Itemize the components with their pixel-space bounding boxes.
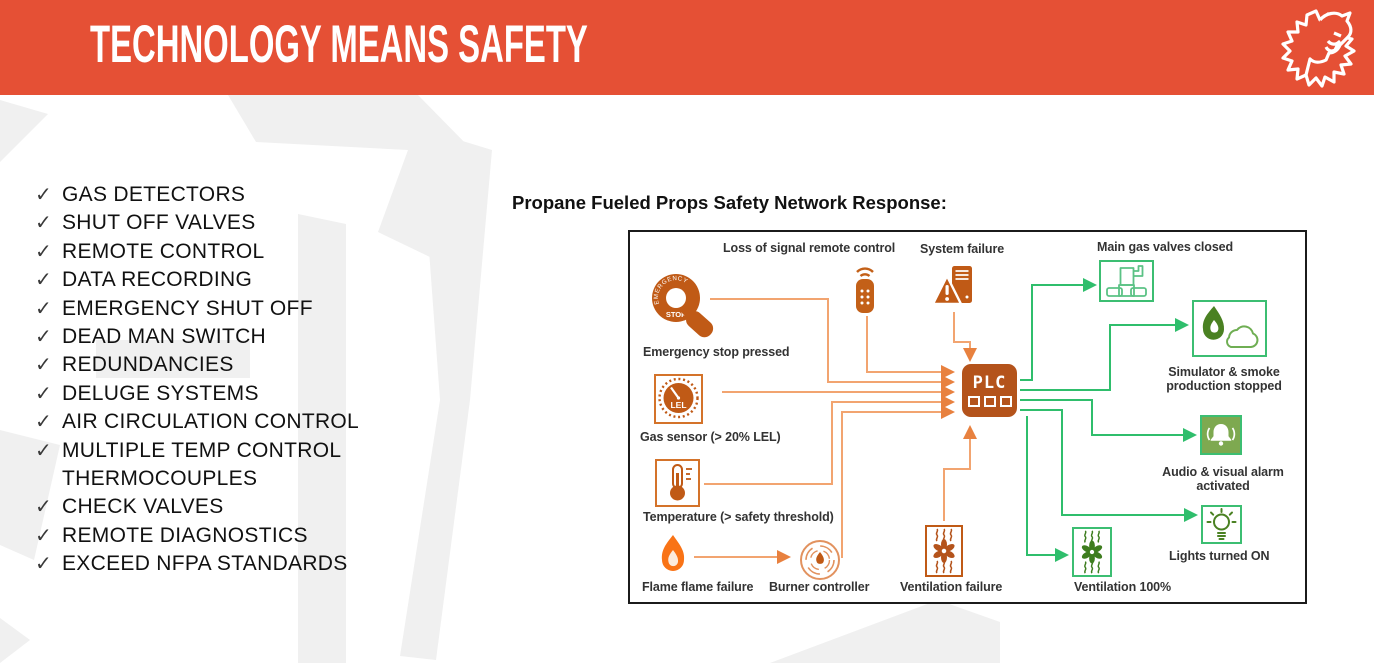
connector-remote — [866, 316, 955, 379]
diagram-title: Propane Fueled Props Safety Network Resp… — [512, 192, 947, 213]
label-lights: Lights turned ON — [1169, 549, 1270, 563]
label-flame-failure: Flame flame failure — [642, 580, 754, 594]
check-icon: ✓ — [35, 269, 52, 292]
alarm-node — [1200, 415, 1242, 455]
stop-text: STOP — [666, 310, 686, 319]
list-item: ✓CHECK VALVES — [35, 493, 398, 521]
gas-sensor-node: LEL — [654, 374, 703, 424]
connector-alarm — [1020, 399, 1197, 442]
check-icon: ✓ — [35, 297, 52, 320]
check-icon: ✓ — [35, 240, 52, 263]
connector-ventilation-100 — [1026, 416, 1069, 562]
flame-icon — [661, 535, 685, 571]
connector-simulator — [1020, 318, 1189, 391]
plc-controller: PLC — [962, 364, 1017, 417]
connector-ventilation-failure — [943, 425, 977, 521]
system-failure-node — [930, 264, 978, 315]
label-burner-controller: Burner controller — [769, 580, 870, 594]
list-item: ✓DATA RECORDING — [35, 266, 398, 294]
list-item: ✓REMOTE DIAGNOSTICS — [35, 522, 398, 550]
connector-lights — [1020, 409, 1198, 522]
gas-valves-node — [1099, 260, 1154, 302]
safety-network-diagram: Loss of signal remote control System fai… — [628, 230, 1307, 604]
header-bar: TECHNOLOGY MEANS SAFETY — [0, 0, 1374, 95]
lights-node — [1201, 505, 1242, 544]
list-item: ✓REDUNDANCIES — [35, 351, 398, 379]
label-temperature: Temperature (> safety threshold) — [643, 510, 834, 524]
flame-cloud-icon — [1202, 306, 1259, 348]
list-item: ✓AIR CIRCULATION CONTROL — [35, 408, 398, 436]
simulator-smoke-node — [1192, 300, 1267, 357]
connector-valves — [1020, 278, 1097, 381]
flame-failure-node — [655, 533, 691, 580]
label-ventilation-failure: Ventilation failure — [900, 580, 1003, 594]
light-bulb-icon — [1206, 508, 1237, 540]
label-emergency-stop: Emergency stop pressed — [643, 345, 790, 359]
lel-text: LEL — [670, 400, 686, 410]
alarm-bell-icon — [1206, 424, 1236, 446]
label-gas-sensor: Gas sensor (> 20% LEL) — [640, 430, 781, 444]
label-alarm: Audio & visual alarm activated — [1162, 465, 1284, 493]
page-title: TECHNOLOGY MEANS SAFETY — [90, 15, 588, 74]
lion-logo-icon — [1281, 9, 1356, 88]
remote-control-node — [847, 259, 883, 322]
list-item: ✓REMOTE CONTROL — [35, 238, 398, 266]
connector-emergency — [710, 298, 955, 389]
ventilation-fan-icon — [933, 528, 955, 574]
check-icon: ✓ — [35, 524, 52, 547]
check-icon: ✓ — [35, 184, 52, 206]
safety-checklist: ✓GAS DETECTORS ✓SHUT OFF VALVES ✓REMOTE … — [35, 181, 398, 579]
ventilation-100-node — [1072, 527, 1112, 577]
emergency-stop-icon: EMERGENCY STOP — [652, 274, 714, 338]
burner-controller-node — [798, 538, 842, 587]
label-loss-of-signal: Loss of signal remote control — [723, 241, 896, 255]
list-item: ✓DELUGE SYSTEMS — [35, 380, 398, 408]
check-icon: ✓ — [35, 212, 52, 235]
check-icon: ✓ — [35, 553, 52, 576]
emergency-stop-node: EMERGENCY STOP — [646, 268, 720, 353]
temperature-node — [655, 459, 700, 507]
remote-control-icon — [856, 267, 874, 313]
gas-sensor-lel-icon: LEL — [658, 377, 699, 419]
list-item: ✓EMERGENCY SHUT OFF — [35, 295, 398, 323]
burner-controller-icon — [800, 540, 840, 580]
check-icon: ✓ — [35, 354, 52, 377]
thermometer-icon — [670, 464, 692, 501]
connectors — [694, 278, 1198, 564]
check-icon: ✓ — [35, 382, 52, 405]
system-failure-icon — [931, 266, 972, 306]
list-item: ✓SHUT OFF VALVES — [35, 209, 398, 237]
label-system-failure: System failure — [920, 242, 1005, 256]
list-item: ✓GAS DETECTORS — [35, 181, 398, 209]
connector-burner — [841, 405, 955, 558]
connector-system-failure — [953, 312, 977, 362]
label-ventilation-100: Ventilation 100% — [1074, 580, 1172, 594]
check-icon: ✓ — [35, 439, 52, 462]
gas-valve-icon — [1106, 265, 1147, 297]
check-icon: ✓ — [35, 326, 52, 349]
list-item: ✓MULTIPLE TEMP CONTROL THERMOCOUPLES — [35, 438, 341, 491]
ventilation-fan-icon — [1081, 530, 1103, 574]
check-icon: ✓ — [35, 496, 52, 519]
plc-io-squares — [967, 395, 1012, 407]
ventilation-failure-node — [925, 525, 963, 577]
list-item: ✓DEAD MAN SWITCH — [35, 323, 398, 351]
label-simulator-smoke: Simulator & smoke production stopped — [1166, 365, 1282, 393]
plc-label: PLC — [972, 372, 1007, 393]
connector-temperature — [704, 395, 955, 485]
list-item: ✓EXCEED NFPA STANDARDS — [35, 550, 398, 578]
check-icon: ✓ — [35, 411, 52, 434]
label-main-gas-valves: Main gas valves closed — [1097, 240, 1234, 254]
